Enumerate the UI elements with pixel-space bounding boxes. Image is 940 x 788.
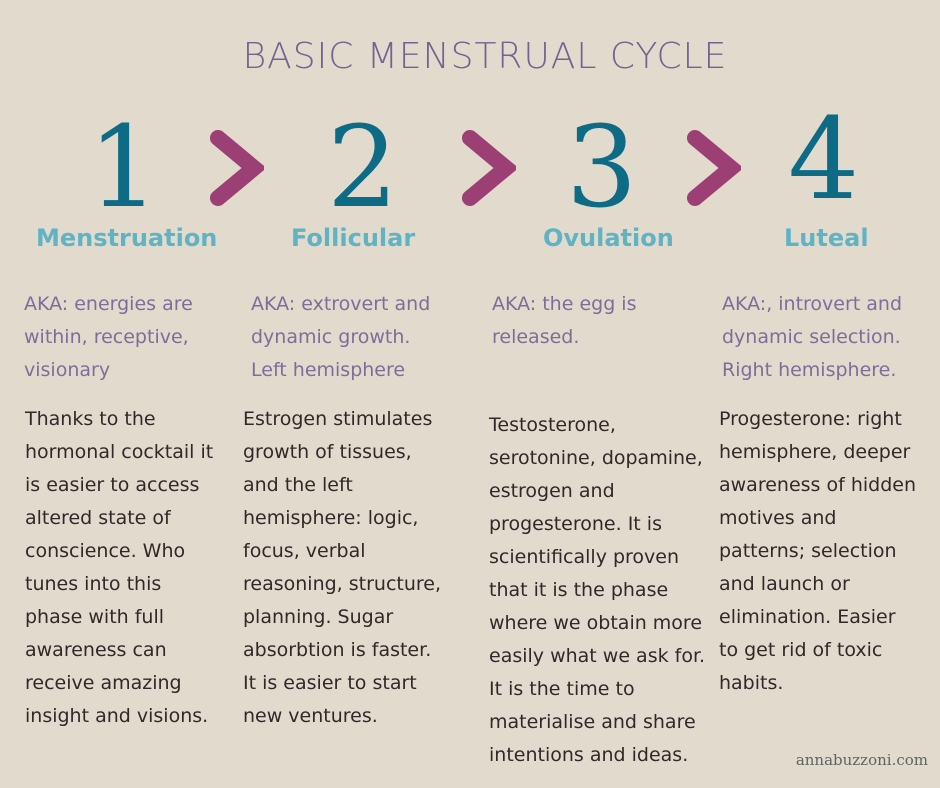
body-line: intentions and ideas.	[489, 744, 689, 766]
body-line: planning. Sugar	[243, 606, 394, 628]
body-line: hormonal cocktail it	[25, 441, 214, 463]
aka-line: released.	[492, 326, 580, 348]
aka-line: dynamic growth.	[251, 326, 411, 348]
body-line: is easier to access	[25, 474, 200, 496]
step-number-4: 4	[788, 95, 860, 225]
body-menstruation: Thanks to the hormonal cocktail it is ea…	[25, 403, 213, 733]
aka-line: AKA: extrovert and	[251, 293, 431, 315]
aka-line: AKA: energies are	[24, 293, 193, 315]
step-number-3: 3	[566, 103, 638, 233]
step-number-2: 2	[327, 103, 399, 233]
phase-name-menstruation: Menstruation	[36, 224, 218, 252]
body-luteal: Progesterone: right hemisphere, deeper a…	[719, 403, 916, 700]
body-line: reasoning, structure,	[243, 573, 442, 595]
body-line: and launch or	[719, 573, 850, 595]
body-line: focus, verbal	[243, 540, 366, 562]
body-line: hemisphere: logic,	[243, 507, 419, 529]
aka-line: dynamic selection.	[722, 326, 901, 348]
body-line: habits.	[719, 672, 784, 694]
body-line: Estrogen stimulates	[243, 408, 433, 430]
chevron-right-icon	[210, 130, 264, 206]
body-line: receive amazing	[25, 672, 182, 694]
body-line: motives and	[719, 507, 837, 529]
page-title: BASIC MENSTRUAL CYCLE	[242, 36, 728, 77]
phase-name-ovulation: Ovulation	[543, 224, 674, 252]
phase-name-follicular: Follicular	[291, 224, 416, 252]
body-line: awareness of hidden	[719, 474, 917, 496]
aka-line: AKA: the egg is	[492, 293, 637, 315]
body-line: patterns; selection	[719, 540, 897, 562]
body-line: serotonine, dopamine,	[489, 447, 703, 469]
body-line: growth of tissues,	[243, 441, 412, 463]
body-line: scientifically proven	[489, 546, 680, 568]
body-line: where we obtain more	[489, 612, 703, 634]
body-line: hemisphere, deeper	[719, 441, 911, 463]
aka-line: Left hemisphere	[251, 359, 406, 381]
aka-ovulation: AKA: the egg is released.	[492, 288, 636, 354]
body-line: Progesterone: right	[719, 408, 902, 430]
aka-follicular: AKA: extrovert and dynamic growth. Left …	[251, 288, 430, 387]
aka-line: within, receptive,	[24, 326, 189, 348]
body-follicular: Estrogen stimulates growth of tissues, a…	[243, 403, 441, 733]
body-line: and the left	[243, 474, 353, 496]
aka-menstruation: AKA: energies are within, receptive, vis…	[24, 288, 193, 387]
aka-line: Right hemisphere.	[722, 359, 897, 381]
phase-name-luteal: Luteal	[784, 224, 869, 252]
body-line: phase with full	[25, 606, 165, 628]
chevron-right-icon	[462, 130, 516, 206]
body-line: Thanks to the	[25, 408, 156, 430]
aka-luteal: AKA:, introvert and dynamic selection. R…	[722, 288, 902, 387]
body-line: It is easier to start	[243, 672, 417, 694]
body-line: easily what we ask for.	[489, 645, 706, 667]
footer-credit: annabuzzoni.com	[795, 751, 928, 769]
body-line: altered state of	[25, 507, 171, 529]
body-line: progesterone. It is	[489, 513, 662, 535]
aka-line: AKA:, introvert and	[722, 293, 903, 315]
body-ovulation: Testosterone, serotonine, dopamine, estr…	[489, 409, 705, 772]
body-line: that it is the phase	[489, 579, 669, 601]
body-line: conscience. Who	[25, 540, 186, 562]
aka-line: visionary	[24, 359, 111, 381]
body-line: awareness can	[25, 639, 167, 661]
chevron-right-icon	[687, 130, 741, 206]
body-line: absorbtion is faster.	[243, 639, 432, 661]
body-line: elimination. Easier	[719, 606, 896, 628]
body-line: new ventures.	[243, 705, 378, 727]
body-line: tunes into this	[25, 573, 162, 595]
body-line: Testosterone,	[489, 414, 616, 436]
body-line: to get rid of toxic	[719, 639, 883, 661]
step-number-1: 1	[88, 103, 160, 233]
body-line: estrogen and	[489, 480, 615, 502]
body-line: materialise and share	[489, 711, 696, 733]
body-line: insight and visions.	[25, 705, 209, 727]
body-line: It is the time to	[489, 678, 635, 700]
